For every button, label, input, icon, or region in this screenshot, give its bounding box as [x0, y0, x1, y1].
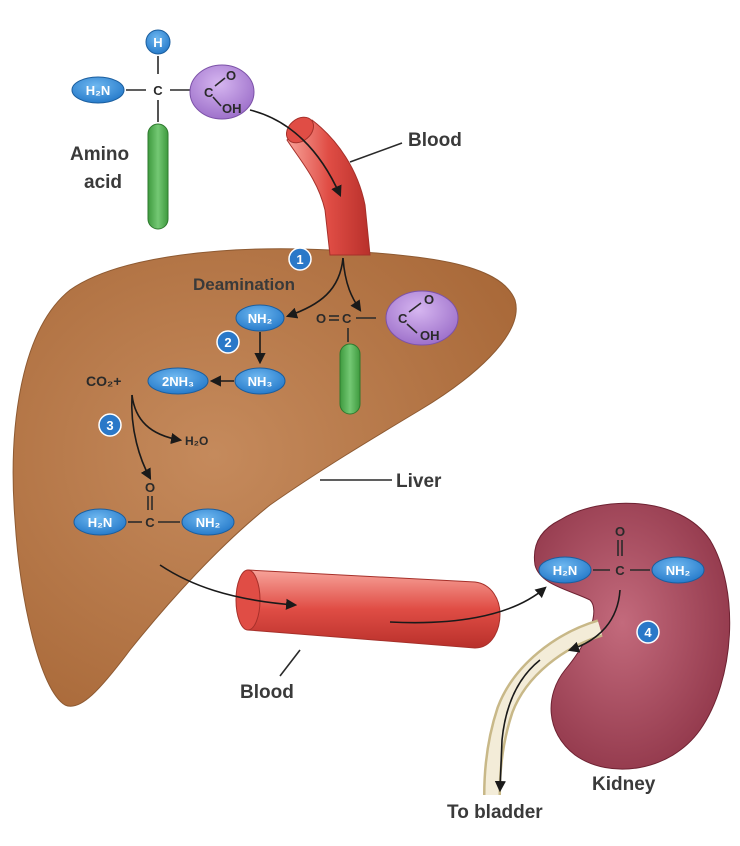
keto-carboxyl-o: O — [424, 292, 434, 307]
urea-liver-o: O — [145, 480, 155, 495]
urea-liver-molecule: O H₂N C NH₂ — [73, 480, 235, 536]
amino-acid-label-line1: Amino — [70, 144, 129, 165]
blood-bottom-label: Blood — [240, 682, 294, 703]
blood-vessel-bottom — [235, 569, 501, 649]
step-1-number: 1 — [296, 252, 303, 267]
step-2-number: 2 — [224, 335, 231, 350]
carboxyl-hydroxyl: OH — [222, 101, 242, 116]
keto-carboxyl-oh: OH — [420, 328, 440, 343]
nh3-liver: NH₃ — [248, 374, 273, 389]
h2o-label: H₂O — [185, 434, 208, 448]
urea-kidney-h2n: H₂N — [553, 563, 578, 578]
urea-kidney-nh2: NH₂ — [666, 563, 691, 578]
blood-vessel-top — [286, 116, 371, 256]
deamination-label: Deamination — [193, 275, 295, 294]
step-2-badge — [216, 330, 240, 354]
keto-acid-molecule: O C C O OH — [316, 290, 459, 415]
amino-acid-label-line2: acid — [84, 172, 122, 193]
amino-acid-molecule: H H₂N C C O OH — [71, 29, 255, 230]
to-bladder-label: To bladder — [447, 802, 543, 823]
step-3-badge — [98, 413, 122, 437]
step-4-badge — [636, 620, 660, 644]
keto-o: O — [316, 311, 326, 326]
step-3-number: 3 — [106, 418, 113, 433]
urea-liver-h2n: H₂N — [88, 515, 113, 530]
carboxyl-carbon: C — [204, 85, 214, 100]
h-atom: H — [153, 35, 162, 50]
nh2-liver: NH₂ — [248, 311, 273, 326]
alpha-carbon: C — [153, 83, 163, 98]
keto-carbon: C — [342, 311, 352, 326]
urea-liver-nh2: NH₂ — [196, 515, 221, 530]
h2n-group: H₂N — [86, 83, 111, 98]
blood-top-label: Blood — [408, 130, 462, 151]
urea-liver-carbon: C — [145, 515, 155, 530]
step-1-badge — [288, 247, 312, 271]
co2-plus: CO₂+ — [86, 373, 121, 389]
urea-kidney-carbon: C — [615, 563, 625, 578]
kidney-label: Kidney — [592, 774, 656, 795]
urea-kidney-o: O — [615, 524, 625, 539]
carboxyl-oxygen: O — [226, 68, 236, 83]
liver-label: Liver — [396, 471, 442, 492]
step-4-number: 4 — [644, 625, 652, 640]
keto-carboxyl-carbon: C — [398, 311, 408, 326]
urea-kidney-molecule: O H₂N C NH₂ — [538, 524, 705, 584]
two-nh3: 2NH₃ — [162, 374, 194, 389]
